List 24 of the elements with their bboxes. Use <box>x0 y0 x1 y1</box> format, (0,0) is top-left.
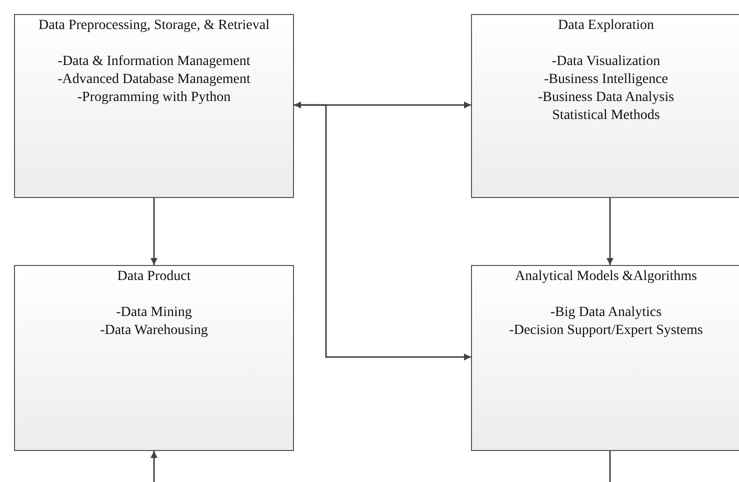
box-heading: Data Product <box>116 268 192 286</box>
arrow <box>150 198 158 265</box>
process-box <box>14 265 294 451</box>
list-item: Statistical Methods <box>551 107 661 125</box>
arrow <box>606 198 614 265</box>
box-heading: Data Exploration <box>556 17 656 35</box>
list-item: -Data & Information Management <box>56 53 252 71</box>
arrow <box>294 104 471 360</box>
list-item: -Business Data Analysis <box>536 89 676 107</box>
list-item: -Data Warehousing <box>99 322 209 340</box>
list-item: -Data Mining <box>115 304 193 322</box>
box-heading: Analytical Models &Algorithms <box>514 268 698 286</box>
process-box <box>471 265 739 451</box>
list-item: -Data Visualization <box>550 53 662 71</box>
process-box <box>14 14 294 198</box>
list-item: -Advanced Database Management <box>56 71 252 89</box>
arrow <box>150 451 158 482</box>
process-box <box>471 14 739 198</box>
list-item: -Big Data Analytics <box>549 304 663 322</box>
box-heading: Data Preprocessing, Storage, & Retrieval <box>38 17 270 35</box>
arrow <box>294 102 471 108</box>
list-item: -Decision Support/Expert Systems <box>508 322 704 340</box>
list-item: -Programming with Python <box>76 89 232 107</box>
list-item: -Business Intelligence <box>542 71 670 89</box>
